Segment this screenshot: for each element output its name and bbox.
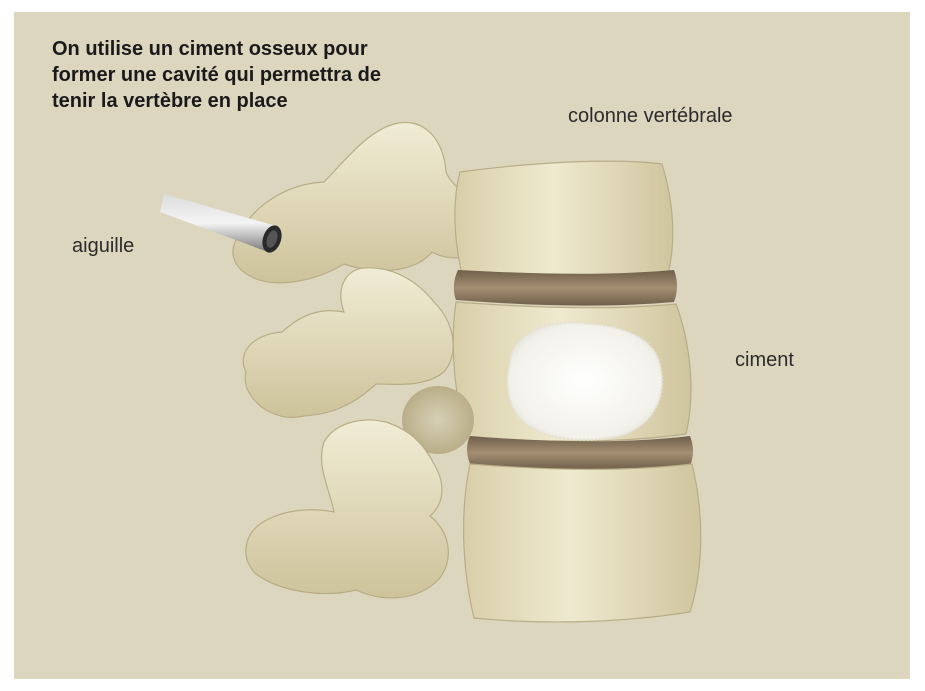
- cement-label: ciment: [735, 348, 794, 372]
- vertebroplasty-illustration: On utilise un ciment osseux pour former …: [14, 12, 910, 679]
- lower-posterior-elements: [246, 420, 448, 598]
- spine-label: colonne vertébrale: [568, 104, 733, 128]
- figure-caption: On utilise un ciment osseux pour former …: [52, 36, 382, 114]
- upper-disc: [454, 270, 677, 306]
- lower-vertebral-body: [464, 464, 701, 622]
- needle-label: aiguille: [72, 234, 134, 258]
- upper-vertebral-body: [455, 161, 673, 278]
- cement-blob: [507, 323, 662, 440]
